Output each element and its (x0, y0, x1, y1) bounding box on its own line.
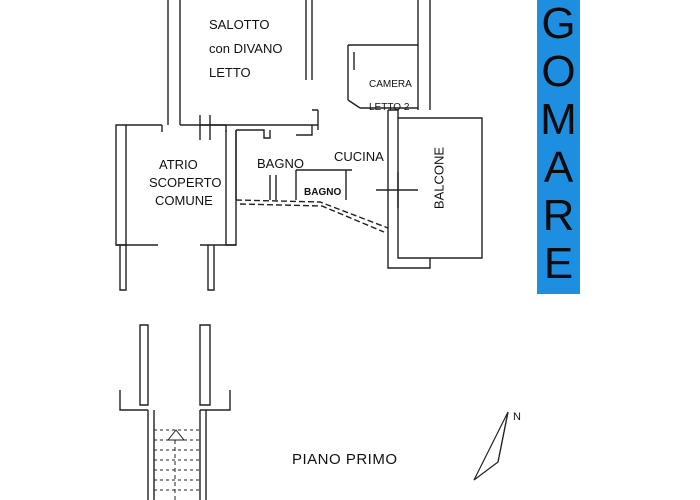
wall-door-atrio (199, 115, 211, 140)
wall-atrio-left (115, 124, 127, 246)
wall-atrio-top (126, 124, 227, 132)
compass-north-label: N (513, 411, 521, 423)
room-salotto-line3: LETTO (209, 65, 251, 80)
stair-treads (154, 429, 200, 500)
wall-bagno-small (295, 169, 352, 200)
wall-stair-down-right (199, 410, 207, 500)
stair-arrow-icon (166, 429, 186, 441)
wall-stair-down-left (147, 410, 155, 500)
room-salotto-line1: SALOTTO (209, 17, 270, 32)
wall-balcone-outer (387, 109, 431, 269)
wall-bagno-right (269, 175, 277, 200)
banner-letter: M (540, 95, 577, 144)
north-arrow-icon (473, 411, 509, 481)
wall-camera (347, 44, 418, 109)
sea-direction-banner: G O M A R E (537, 0, 580, 294)
wall-cucina-left (296, 109, 318, 136)
room-atrio-line1: ATRIO (159, 157, 198, 172)
banner-letter: R (542, 191, 575, 240)
room-atrio-line2: SCOPERTO (149, 175, 222, 190)
wall-stair-right (199, 324, 211, 406)
banner-letter: E (543, 239, 574, 288)
wall-atrio-bottom-right (207, 245, 215, 291)
banner-letter: O (541, 47, 576, 96)
floor-label: PIANO PRIMO (292, 451, 398, 468)
wall-slope (235, 199, 389, 233)
room-atrio-line3: COMUNE (155, 193, 213, 208)
banner-letter: G (541, 0, 576, 48)
wall-bagno (235, 129, 271, 200)
room-bagno-small: BAGNO (304, 187, 342, 198)
wall-stair-left (139, 324, 149, 406)
wall-atrio-bottom-left (119, 245, 127, 291)
room-bagno-large: BAGNO (257, 156, 304, 171)
room-balcone: BALCONE (431, 146, 447, 210)
wall-salotto-divider (305, 0, 313, 80)
wall-salotto-left (167, 0, 181, 125)
wall-right-outer (417, 0, 431, 110)
banner-letter: A (543, 143, 574, 192)
wall-balcone-door (376, 172, 418, 208)
wall-atrio-right (225, 130, 237, 246)
room-cucina: CUCINA (334, 149, 384, 164)
wall-balcone (397, 117, 483, 259)
wall-stair-landing-right (200, 390, 231, 411)
wall-stair-landing-left (119, 390, 148, 411)
room-salotto-line2: con DIVANO (209, 41, 283, 56)
room-camera-line2: LETTO 2 (369, 102, 410, 113)
room-camera-line1: CAMERA (369, 79, 412, 90)
